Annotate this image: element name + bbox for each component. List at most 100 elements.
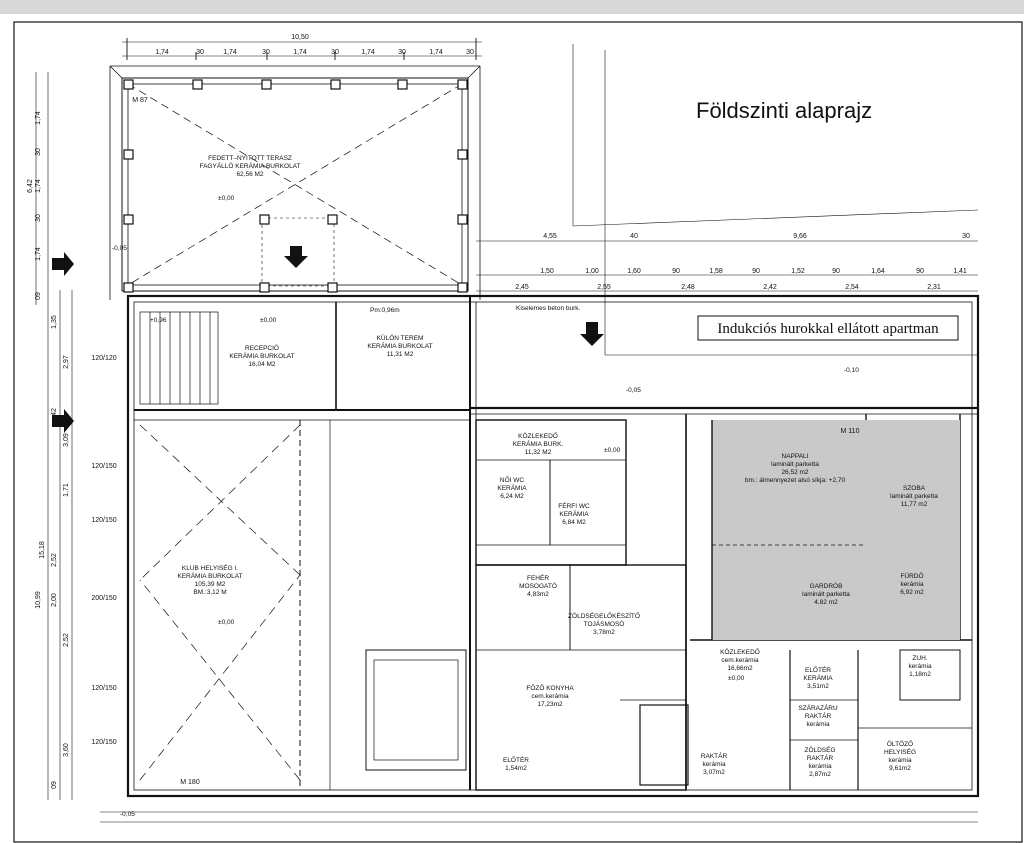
corridor2-level: ±0,00 <box>728 675 745 682</box>
dim-window-label: 120/150 <box>91 685 116 692</box>
dim-window-label: M 87 <box>132 97 148 104</box>
dim-top-segment: 1,74 <box>293 49 307 56</box>
room-label-line: KÜLÖN TEREM <box>377 334 424 342</box>
room-label-line: KERÁMIA <box>559 509 589 518</box>
dim-right-row2: 90 <box>672 268 680 275</box>
apartment-banner-text: Indukciós hurokkal ellátott apartman <box>717 321 939 337</box>
room-label-line: GARDRÓB <box>810 581 843 590</box>
bottom-level: -0,05 <box>120 811 135 818</box>
room-label-line: NAPPALI <box>782 453 809 460</box>
room-label-line: FEDETT–NYITOTT TERASZ <box>208 155 292 162</box>
dim-right-row2: 1,50 <box>540 268 554 275</box>
room-label-line: kerámia <box>808 763 832 770</box>
dim-left-inner: 2,00 <box>51 593 58 607</box>
dim-window-label: 120/150 <box>91 739 116 746</box>
room-label-line: 16,66m2 <box>727 665 753 672</box>
dim-top-total: 10,50 <box>291 34 309 41</box>
outside-level: -0,10 <box>844 367 859 374</box>
room-label-line: 105,39 M2 <box>195 581 226 588</box>
room-label-line: 6,84 M2 <box>562 519 586 526</box>
room-label-line: RAKTÁR <box>805 711 832 720</box>
dim-right-row3: 2,45 <box>515 284 529 291</box>
dim-right-row3: 2,48 <box>681 284 695 291</box>
dim-right-row2: 1,00 <box>585 268 599 275</box>
room-label-line: 1,18m2 <box>909 671 931 678</box>
room-label-line: RAKTÁR <box>701 751 728 760</box>
room-label-line: KÖZLEKEDŐ <box>518 431 558 440</box>
room-label-line: 16,04 M2 <box>248 361 275 368</box>
dim-right-row2: 1,60 <box>627 268 641 275</box>
room-label-line: kerámia <box>702 761 726 768</box>
dim-left-outer: 15,18 <box>39 541 46 559</box>
dim-left-inner: 2,52 <box>63 633 70 647</box>
entrance-arrow-down-1 <box>284 246 308 268</box>
room-label-line: SZOBA <box>903 485 926 492</box>
dim-left-inner: 1,74 <box>35 179 42 193</box>
room-label-line: 9,61m2 <box>889 765 911 772</box>
dim-left-inner: 30 <box>35 148 42 156</box>
reception-stair <box>139 311 219 405</box>
room-label-line: 1,54m2 <box>505 765 527 772</box>
dim-left-inner: 1,74 <box>35 111 42 125</box>
room-label-line: cem.kerámia <box>721 657 759 664</box>
apartment-banner: Indukciós hurokkal ellátott apartman <box>697 315 959 341</box>
room-label-line: kerámia <box>900 581 924 588</box>
room-label-line: TOJÁSMOSÓ <box>584 619 625 628</box>
dim-top-segment: 1,74 <box>429 49 443 56</box>
reception-level: ±0,00 <box>260 317 277 324</box>
room-label-line: 11,32 M2 <box>525 449 552 456</box>
room-label-line: bm.: álmennyezet alsó síkja: +2,70 <box>745 477 846 484</box>
room-label-line: ZÖLDSÉG <box>804 745 835 754</box>
room-label-line: 4,82 m2 <box>814 599 838 606</box>
room-label-line: KLUB HELYISÉG I. <box>182 563 238 572</box>
room-label-line: FÜRDŐ <box>900 571 923 580</box>
dim-top-segment: 30 <box>398 49 406 56</box>
dim-left-inner: 1,71 <box>63 483 70 497</box>
dim-right-row1: 4,55 <box>543 233 557 240</box>
dim-right-row2: 1,58 <box>709 268 723 275</box>
dim-right-row1: 30 <box>962 233 970 240</box>
dimension-ticks <box>126 38 477 60</box>
room-label-line: ZUH. <box>912 655 927 662</box>
dim-right-row2: 90 <box>752 268 760 275</box>
room-label-line: kerámia <box>806 721 830 728</box>
room-label-line: ZÖLDSÉGELŐKÉSZÍTŐ <box>568 611 640 620</box>
room-label-line: KERÁMIA BURKOLAT <box>367 341 432 350</box>
dim-right-row2: 90 <box>916 268 924 275</box>
dim-left-inner: 42 <box>51 408 58 416</box>
porch-level: -0,05 <box>626 387 641 394</box>
dim-right-row2: 1,52 <box>791 268 805 275</box>
room-label-line: 26,52 m2 <box>781 469 808 476</box>
plan-title: Földszinti alaprajz <box>696 98 872 123</box>
room-label-line: MOSOGATÓ <box>519 581 557 590</box>
dim-left-inner: 09 <box>35 292 42 300</box>
dim-right-row3: 2,54 <box>845 284 859 291</box>
dim-top-segment: 1,74 <box>361 49 375 56</box>
dim-left-inner: 2,97 <box>63 355 70 369</box>
room-label-line: NŐI WC <box>500 475 524 484</box>
room-label-line: 3,07m2 <box>703 769 725 776</box>
terrace-columns <box>123 79 468 293</box>
room-label-line: FEHÉR <box>527 573 549 582</box>
room-label-line: 17,23m2 <box>537 701 563 708</box>
room-label-line: KERÁMIA BURKOLAT <box>177 571 242 580</box>
dim-right-row3: 2,55 <box>597 284 611 291</box>
dim-window-label: 200/150 <box>91 595 116 602</box>
